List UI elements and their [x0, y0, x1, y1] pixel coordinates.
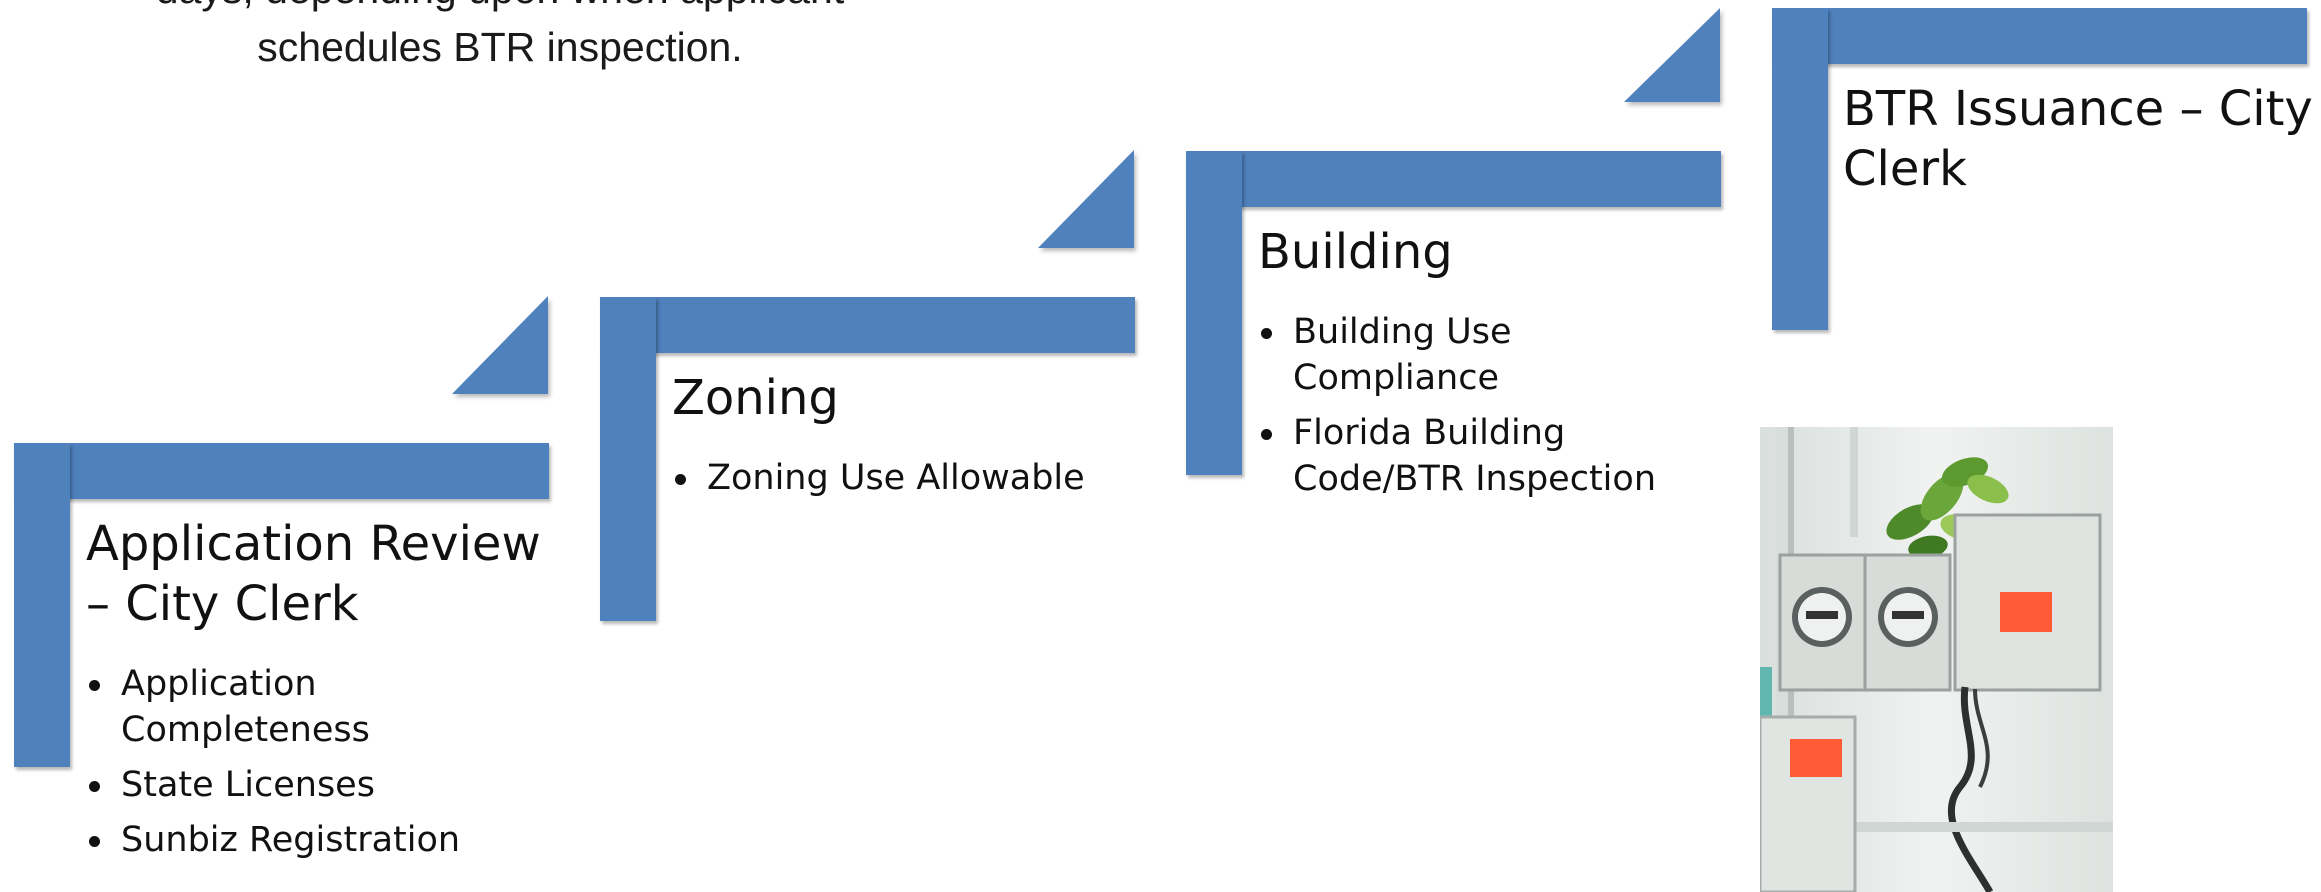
- step-4-side-bar: [1772, 8, 1828, 330]
- step-3-top-bar: [1186, 151, 1721, 207]
- bullet-item: State Licenses: [86, 762, 526, 808]
- meter-photo-illustration: [1760, 427, 2113, 892]
- intro-line-1: days, depending upon when applicant: [0, 0, 1000, 18]
- step-4-top-bar: [1772, 8, 2307, 64]
- step-1-arrow-triangle: [452, 296, 548, 394]
- step-2-arrow-triangle: [1038, 150, 1134, 248]
- step-1-title: Application Review – City Clerk: [86, 516, 541, 632]
- step-2-side-bar: [600, 297, 656, 621]
- step-3-side-bar: [1186, 151, 1242, 475]
- meter-dials: [1792, 587, 1938, 647]
- plant-leaves: [1886, 457, 2009, 559]
- step-3-title: Building: [1258, 224, 1453, 280]
- step-1-side-bar: [14, 443, 70, 767]
- step-4-title: BTR Issuance – City Clerk: [1843, 81, 2313, 197]
- bullet-item: Zoning Use Allowable: [672, 455, 1112, 501]
- step-1-top-bar: [14, 443, 549, 499]
- step-2-bullets: Zoning Use Allowable: [672, 455, 1112, 510]
- step-2-title: Zoning: [672, 370, 839, 426]
- electrical-meter-boxes-photo: [1760, 427, 2113, 892]
- step-3-arrow-triangle: [1624, 8, 1720, 102]
- bullet-item: Sunbiz Registration: [86, 817, 526, 863]
- intro-line-2: schedules BTR inspection.: [257, 24, 743, 70]
- step-2-top-bar: [600, 297, 1135, 353]
- intro-text: days, depending upon when applicant sche…: [0, 0, 1000, 76]
